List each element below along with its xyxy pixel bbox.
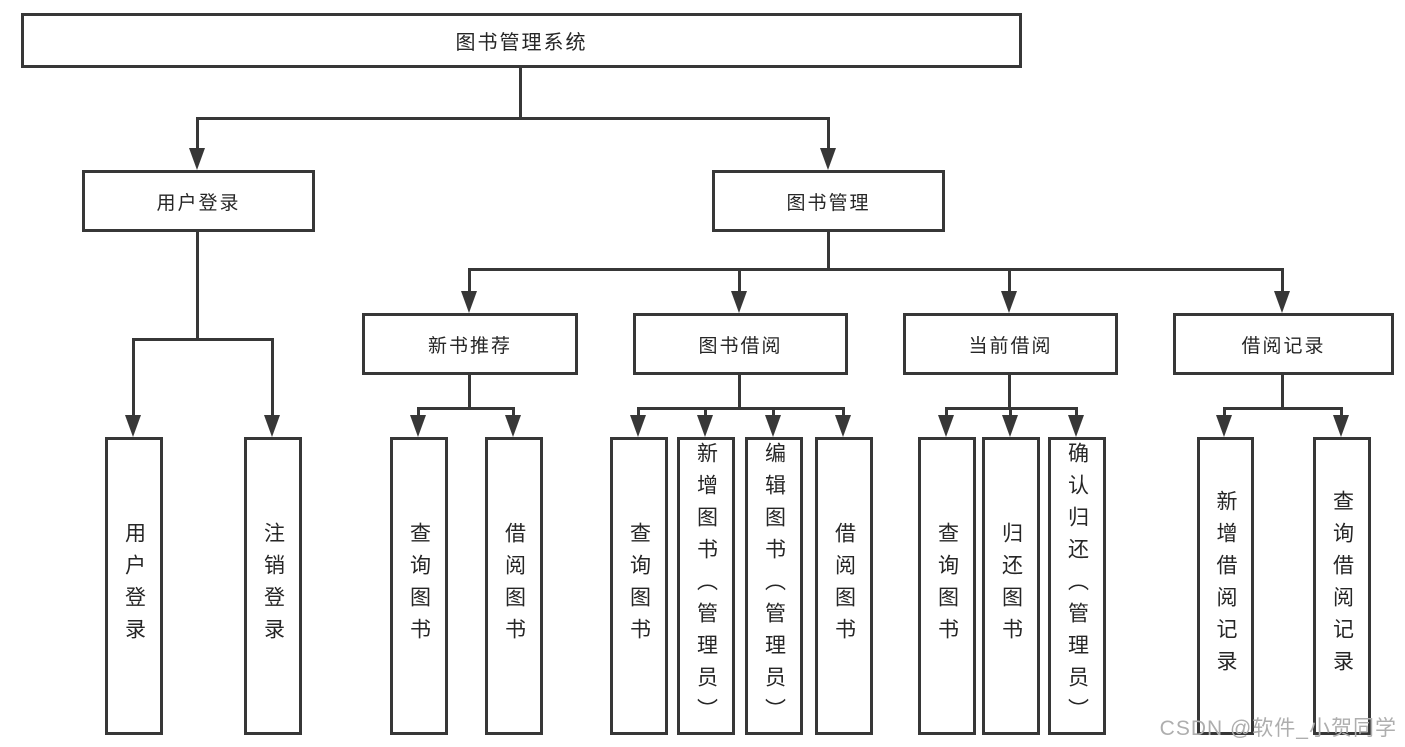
csdn-watermark: CSDN @软件_小贺同学 (1159, 717, 1397, 740)
arrow-down-icon (697, 415, 713, 437)
node-return-books: 归还图书 (982, 437, 1040, 735)
arrow-down-icon (410, 415, 426, 437)
arrow-down-icon (1001, 291, 1017, 313)
arrow-down-icon (1002, 415, 1018, 437)
node-query-books-current: 查询图书 (918, 437, 976, 735)
connector-line (512, 407, 515, 419)
connector-line (468, 268, 471, 295)
node-query-books-borrowing: 查询图书 (610, 437, 668, 735)
connector-line (738, 375, 741, 409)
arrow-down-icon (630, 415, 646, 437)
connector-line (1008, 268, 1011, 295)
node-add-borrow-record: 新增借阅记录 (1197, 437, 1254, 735)
connector-line (637, 407, 640, 419)
connector-line (519, 68, 522, 117)
connector-line (468, 268, 1284, 271)
node-borrow-books-borrowing: 借阅图书 (815, 437, 873, 735)
connector-line (827, 232, 830, 270)
connector-line (772, 407, 775, 419)
node-library-management-system: 图书管理系统 (21, 13, 1022, 68)
arrow-down-icon (1068, 415, 1084, 437)
connector-line (738, 268, 741, 295)
node-logout-login-leaf: 注销登录 (244, 437, 302, 735)
connector-line (945, 407, 948, 419)
node-confirm-return-admin: 确认归还（管理员） (1048, 437, 1106, 735)
connector-line (468, 375, 471, 409)
arrow-down-icon (505, 415, 521, 437)
arrow-down-icon (125, 415, 141, 437)
connector-line (704, 407, 707, 419)
node-borrow-books-recommend: 借阅图书 (485, 437, 543, 735)
connector-line (417, 407, 420, 419)
connector-line (1075, 407, 1078, 419)
connector-line (271, 338, 274, 419)
connector-line (637, 407, 845, 410)
arrow-down-icon (765, 415, 781, 437)
node-user-login-leaf: 用户登录 (105, 437, 163, 735)
arrow-down-icon (1216, 415, 1232, 437)
connector-line (132, 338, 135, 419)
connector-line (827, 117, 830, 154)
arrow-down-icon (189, 148, 205, 170)
connector-line (1281, 375, 1284, 409)
connector-line (842, 407, 845, 419)
node-query-books-recommend: 查询图书 (390, 437, 448, 735)
node-borrowing-records: 借阅记录 (1173, 313, 1394, 375)
arrow-down-icon (1333, 415, 1349, 437)
connector-line (1281, 268, 1284, 295)
connector-line (196, 232, 199, 340)
arrow-down-icon (1274, 291, 1290, 313)
connector-line (1008, 375, 1011, 409)
connector-line (1223, 407, 1343, 410)
arrow-down-icon (264, 415, 280, 437)
node-book-borrowing: 图书借阅 (633, 313, 848, 375)
arrow-down-icon (731, 291, 747, 313)
connector-line (417, 407, 515, 410)
node-user-login: 用户登录 (82, 170, 315, 232)
arrow-down-icon (820, 148, 836, 170)
connector-line (1009, 407, 1012, 419)
node-new-book-recommendation: 新书推荐 (362, 313, 578, 375)
node-query-borrow-record: 查询借阅记录 (1313, 437, 1371, 735)
connector-line (196, 117, 199, 154)
node-current-borrowing: 当前借阅 (903, 313, 1118, 375)
connector-line (1223, 407, 1226, 419)
connector-line (132, 338, 274, 341)
connector-line (1340, 407, 1343, 419)
connector-line (196, 117, 830, 120)
node-add-book-admin: 新增图书（管理员） (677, 437, 735, 735)
node-book-management: 图书管理 (712, 170, 945, 232)
arrow-down-icon (938, 415, 954, 437)
node-edit-book-admin: 编辑图书（管理员） (745, 437, 803, 735)
arrow-down-icon (461, 291, 477, 313)
arrow-down-icon (835, 415, 851, 437)
